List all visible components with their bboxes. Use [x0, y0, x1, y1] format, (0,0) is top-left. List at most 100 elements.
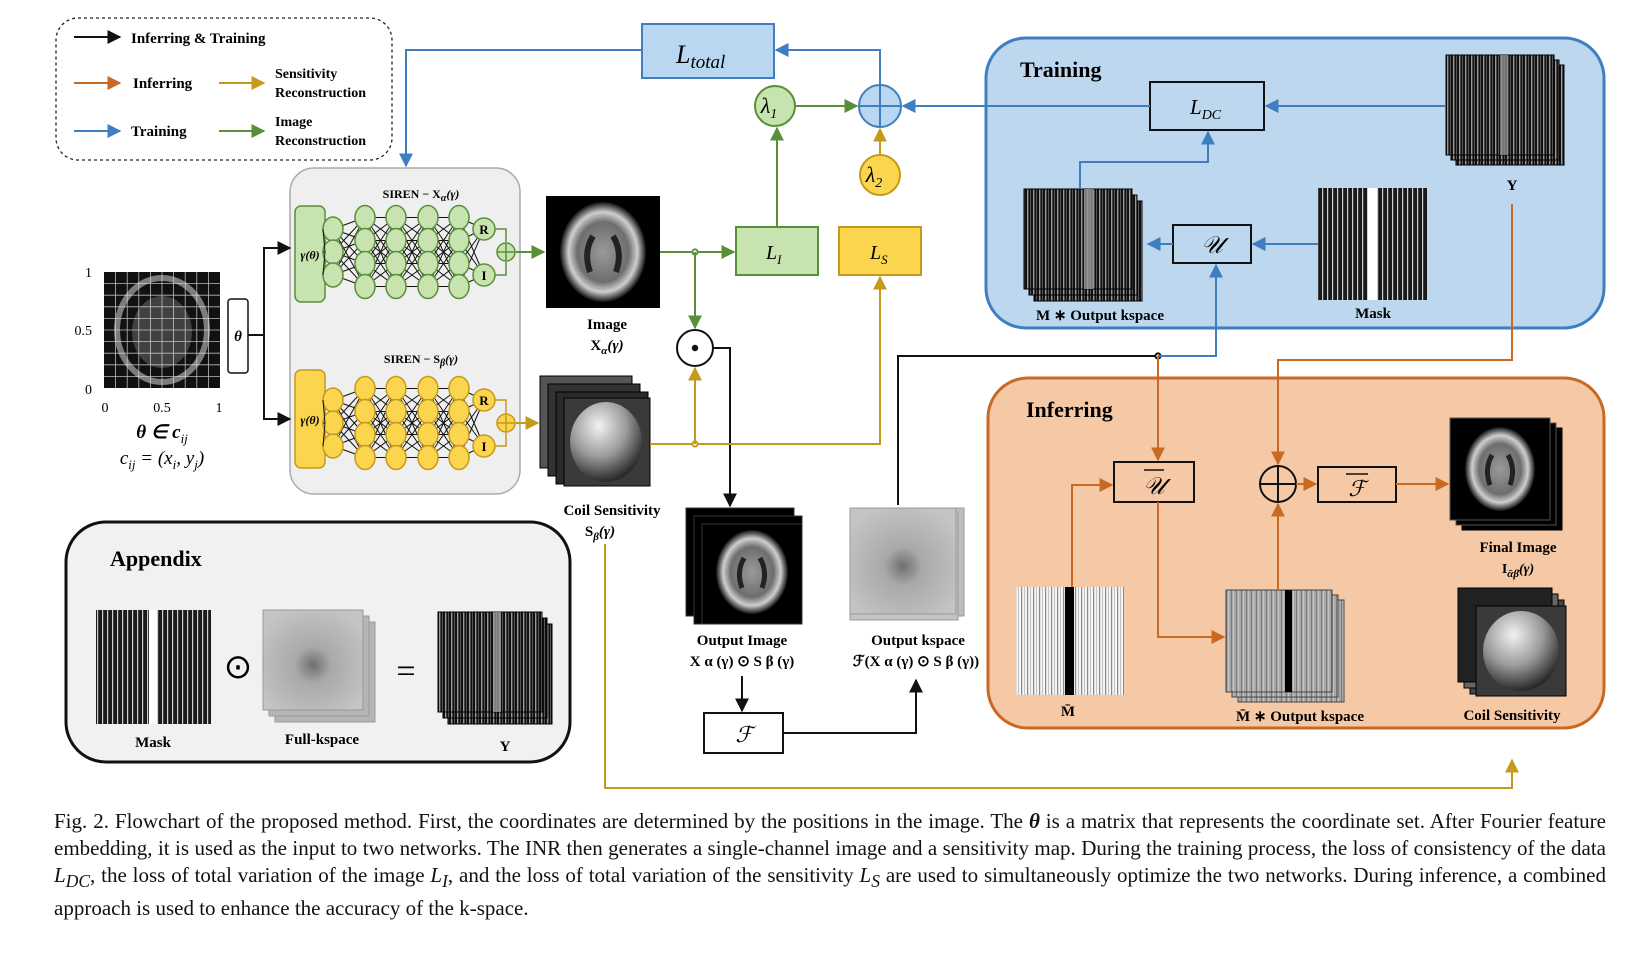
- legend-training: Training: [131, 124, 187, 140]
- imag-output-label: I: [481, 268, 486, 283]
- network-node: [385, 375, 407, 402]
- network-node: [322, 433, 344, 459]
- inferring-coil-label: Coil Sensitivity: [1463, 708, 1561, 724]
- final-image-label: Final Image: [1479, 540, 1556, 556]
- network-node: [354, 375, 376, 402]
- network-node: [417, 273, 439, 300]
- network-node: [448, 398, 470, 425]
- lambda2-label: λ2: [865, 162, 883, 191]
- m-bar-label: M̄: [1061, 704, 1075, 720]
- output-kspace-formula: ℱ(X α (γ) ⊙ S β (γ)): [853, 654, 979, 670]
- network-node: [385, 398, 407, 425]
- network-node: [417, 250, 439, 277]
- caption-li: LI: [430, 863, 448, 892]
- network-node: [417, 398, 439, 425]
- theta-set-label: θ ∈ cij: [136, 422, 188, 446]
- y-tick-0: 0: [85, 383, 92, 398]
- coil-sensitivity-stack: [539, 375, 651, 487]
- legend-sensitivity-1: Sensitivity: [275, 67, 337, 82]
- network-node: [322, 239, 344, 265]
- network-node: [448, 204, 470, 231]
- l-total-box: [641, 23, 775, 79]
- network-node: [417, 204, 439, 231]
- network-node: [385, 227, 407, 254]
- x-tick-0: 0: [102, 401, 109, 416]
- y-tick-1: 1: [85, 266, 92, 281]
- network-node: [448, 375, 470, 402]
- legend-image-recon-1: Image: [275, 115, 312, 130]
- caption-ldc: LDC: [54, 863, 90, 892]
- network-node: [417, 444, 439, 471]
- training-title: Training: [1020, 57, 1102, 82]
- network-node: [385, 444, 407, 471]
- inferring-title: Inferring: [1026, 397, 1113, 422]
- output-image-formula: X α (γ) ⊙ S β (γ): [690, 654, 795, 670]
- network-node: [354, 444, 376, 471]
- network-node: [448, 444, 470, 471]
- network-node: [322, 216, 344, 242]
- l-total-label: Ltotal: [675, 40, 725, 73]
- l-s-label: LS: [869, 242, 888, 267]
- training-panel: Training Y LDC M ∗ Output kspace 𝒰 Mask: [984, 36, 1606, 330]
- appendix-equals: =: [396, 653, 415, 690]
- x-tick-1: 1: [216, 401, 223, 416]
- siren-a-network: RI: [322, 204, 516, 300]
- network-node: [354, 421, 376, 448]
- m-bar-output-label: M̄ ∗ Output kspace: [1236, 709, 1364, 725]
- x-tick-05: 0.5: [153, 401, 171, 416]
- legend-inferring-training: Inferring & Training: [131, 31, 266, 47]
- network-node: [354, 398, 376, 425]
- network-node: [354, 250, 376, 277]
- l-i-label: LI: [765, 242, 782, 267]
- network-node: [354, 204, 376, 231]
- inferring-panel: Inferring 𝒰 ℱ Final Image Iᾱβ̄(γ) M̄: [986, 376, 1606, 730]
- l-s-box: [838, 226, 922, 276]
- network-node: [354, 273, 376, 300]
- gamma-label-a: γ(θ): [300, 248, 319, 262]
- caption-part-4: , and the loss of total variation of the…: [447, 863, 860, 887]
- caption-part-5: are used to simultaneously optimize the …: [54, 863, 1606, 921]
- inferring-coil-stack: [1457, 587, 1567, 697]
- legend-inferring: Inferring: [133, 76, 193, 92]
- training-y-label: Y: [1507, 178, 1518, 194]
- network-node: [354, 227, 376, 254]
- f-label: ℱ: [735, 722, 756, 747]
- coil-formula: Sβ(γ): [585, 524, 615, 543]
- network-node: [417, 227, 439, 254]
- appendix-odot-icon: ⊙: [224, 649, 253, 686]
- appendix-full-kspace-label: Full-kspace: [285, 732, 360, 748]
- appendix-panel: Appendix Mask ⊙ Full-kspace = Y: [64, 520, 572, 764]
- appendix-mask-label: Mask: [135, 735, 171, 751]
- caption-part-1: Fig. 2. Flowchart of the proposed method…: [54, 809, 1029, 833]
- network-node: [448, 227, 470, 254]
- output-image-stack: [685, 507, 803, 625]
- y-tick-05: 0.5: [75, 324, 93, 339]
- training-mask-label: Mask: [1355, 306, 1391, 322]
- legend-sensitivity-2: Reconstruction: [275, 86, 366, 101]
- network-node: [417, 421, 439, 448]
- legend: Inferring & Training Inferring Training …: [55, 17, 393, 161]
- siren-b-title: SIREN − Sβ(γ): [384, 352, 458, 369]
- u-bar-box: [1113, 461, 1195, 503]
- appendix-title: Appendix: [110, 546, 202, 571]
- final-image-stack: [1449, 417, 1563, 531]
- network-node: [385, 421, 407, 448]
- network-node: [322, 262, 344, 288]
- output-kspace-stack: [849, 507, 965, 621]
- network-node: [322, 410, 344, 436]
- network-node: [385, 250, 407, 277]
- recon-image: [546, 196, 660, 308]
- output-image-label: Output Image: [697, 633, 788, 649]
- network-node: [385, 273, 407, 300]
- real-output-label: R: [479, 393, 489, 408]
- final-image-formula: Iᾱβ̄(γ): [1502, 562, 1534, 580]
- figure-caption: Fig. 2. Flowchart of the proposed method…: [54, 808, 1606, 922]
- ldc-label: LDC: [1189, 95, 1222, 123]
- gamma-label-b: γ(θ): [300, 413, 319, 427]
- caption-part-3: , the loss of total variation of the ima…: [90, 863, 431, 887]
- output-kspace-label: Output kspace: [871, 633, 965, 649]
- training-mask-image: [1318, 188, 1428, 300]
- imag-output-label: I: [481, 439, 486, 454]
- f-bar-label: ℱ: [1348, 476, 1369, 501]
- m-bar-output-stack: [1225, 589, 1345, 703]
